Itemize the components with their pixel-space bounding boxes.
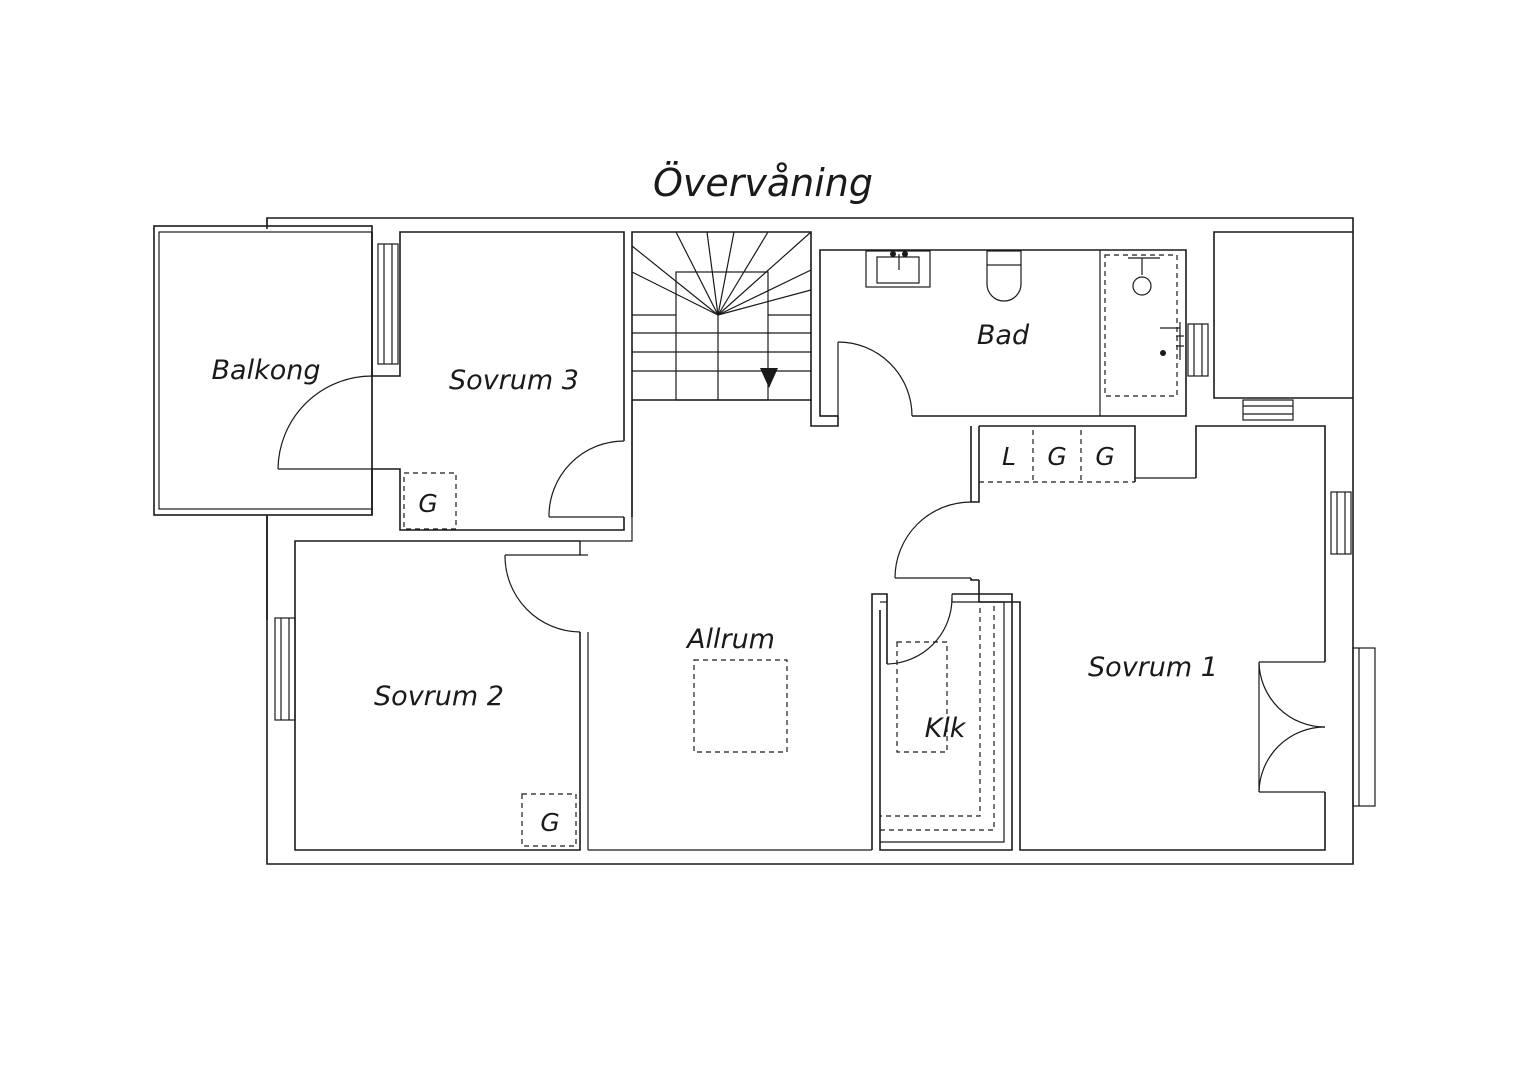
storage-label-sovrum-2-g: G [540,808,559,837]
skylight [693,659,788,753]
room-label-balkong: Balkong [212,355,321,386]
floor-title: Övervåning [653,161,873,205]
hall-closets [970,425,1136,503]
bedroom-1-walls [894,425,1376,851]
staircase [579,231,812,556]
storage-label-sovrum-3-g: G [418,489,437,518]
storage-label-hall-l: L [1002,442,1016,471]
room-label-bad: Bad [977,320,1030,351]
storage-label-hall-g-1: G [1047,442,1066,471]
room-label-sovrum-1: Sovrum 1 [1088,652,1218,683]
walk-in-closet [871,593,1013,851]
bedroom-2-walls [274,540,872,851]
room-label-klk: Klk [925,713,967,744]
bedroom-3-walls [371,231,625,531]
sink-icon [865,250,931,288]
shower-area [1104,254,1178,397]
shower-icon [1128,257,1184,360]
storage-label-hall-g-2: G [1095,442,1114,471]
room-label-sovrum-2: Sovrum 2 [374,681,504,712]
balcony-door [277,375,373,470]
room-label-sovrum-3: Sovrum 3 [449,365,579,396]
bedroom-3-door [548,440,625,518]
room-label-allrum: Allrum [685,624,775,655]
shaft [1213,231,1353,421]
stair-direction-arrow-icon [760,368,778,388]
bathroom [810,249,1209,427]
toilet-icon [986,250,1022,302]
